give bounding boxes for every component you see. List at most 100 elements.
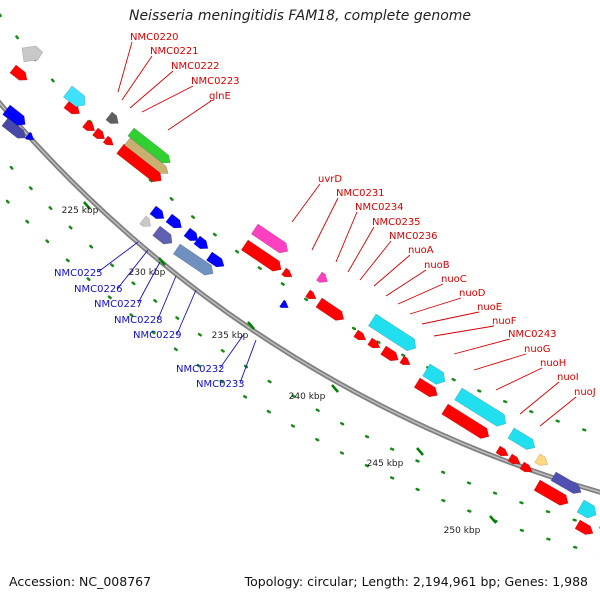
scale-tick-label: 235 kbp — [212, 331, 249, 341]
reverse-feature — [152, 225, 173, 245]
feature-label-forward: uvrD — [318, 174, 342, 185]
feature-label-forward: nuoG — [524, 344, 551, 355]
feature-label-forward: nuoE — [477, 302, 502, 313]
reverse-feature — [165, 213, 182, 229]
colored-feature — [368, 313, 417, 352]
label-leader — [397, 283, 444, 305]
forward-feature — [102, 135, 114, 146]
reverse-feature — [149, 205, 165, 220]
feature-label-forward: nuoC — [441, 274, 467, 285]
feature-label-forward: nuoB — [424, 260, 450, 271]
label-leader — [453, 338, 511, 355]
forward-feature — [507, 453, 521, 465]
accession-text: Accession: NC_008767 — [9, 574, 152, 589]
colored-feature — [422, 363, 446, 385]
label-leader — [473, 353, 527, 371]
reverse-feature — [1, 117, 26, 139]
colored-feature — [250, 223, 289, 254]
forward-feature — [305, 289, 317, 300]
colored-feature — [576, 499, 597, 519]
forward-feature — [92, 127, 106, 140]
label-leader — [121, 55, 153, 101]
colored-feature — [127, 127, 171, 164]
feature-label-reverse: NMC0228 — [114, 315, 163, 326]
label-leader — [291, 183, 321, 223]
genome-backbone-highlight — [0, 101, 600, 493]
forward-feature — [240, 239, 282, 272]
colored-feature — [21, 45, 44, 63]
label-leader — [433, 325, 495, 337]
scale-tick-label: 245 kbp — [367, 459, 404, 469]
forward-feature — [533, 479, 569, 506]
feature-label-forward: NMC0220 — [130, 32, 179, 43]
forward-feature — [413, 377, 438, 398]
feature-label-forward: NMC0236 — [389, 231, 438, 242]
label-leader — [421, 311, 480, 325]
forward-feature — [9, 64, 28, 81]
feature-label-forward: NMC0231 — [336, 188, 385, 199]
forward-feature — [441, 403, 490, 439]
reverse-feature — [172, 243, 214, 276]
forward-feature — [380, 345, 399, 362]
reverse-feature — [24, 131, 35, 141]
feature-label-reverse: NMC0229 — [133, 330, 182, 341]
feature-label-forward: glnE — [209, 91, 231, 102]
dotted-track-inner — [0, 12, 600, 436]
feature-label-forward: nuoA — [408, 245, 434, 256]
label-leader — [239, 339, 257, 384]
colored-feature — [534, 453, 549, 466]
label-leader — [519, 381, 560, 415]
reverse-feature — [193, 235, 209, 250]
label-leader — [219, 333, 245, 369]
scale-tick — [247, 321, 255, 330]
label-leader — [385, 269, 427, 297]
topology-text: Topology: circular; Length: 2,194,961 bp… — [244, 574, 588, 589]
colored-feature — [454, 387, 507, 427]
scale-tick-label: 250 kbp — [444, 526, 481, 536]
forward-feature — [519, 461, 533, 473]
reverse-feature — [139, 215, 152, 227]
forward-feature — [82, 119, 96, 132]
forward-feature — [574, 519, 594, 535]
forward-feature — [281, 267, 293, 278]
forward-feature — [495, 445, 509, 457]
reverse-feature — [183, 227, 199, 242]
feature-label-forward: NMC0221 — [150, 46, 199, 57]
reverse-feature — [206, 251, 225, 268]
scale-tick — [416, 447, 424, 456]
feature-label-forward: nuoI — [557, 372, 579, 383]
label-leader — [129, 70, 174, 109]
label-leader — [311, 197, 339, 251]
label-leader — [495, 367, 543, 391]
map-title: Neisseria meningitidis FAM18, complete g… — [128, 8, 472, 24]
colored-feature — [124, 137, 169, 174]
label-leader — [409, 297, 462, 315]
scale-tick-label: 240 kbp — [289, 392, 326, 402]
forward-feature — [353, 329, 367, 341]
colored-feature — [105, 111, 119, 124]
reverse-feature — [2, 104, 26, 126]
label-leader — [117, 249, 149, 289]
label-leader — [97, 241, 139, 273]
scale-tick-label: 225 kbp — [62, 206, 99, 216]
feature-label-reverse: NMC0225 — [54, 268, 103, 279]
colored-feature — [550, 471, 582, 494]
feature-label-forward: nuoF — [492, 316, 517, 327]
feature-label-reverse: NMC0227 — [94, 299, 143, 310]
feature-label-forward: NMC0222 — [171, 61, 220, 72]
label-leader — [335, 211, 358, 263]
label-leader — [157, 275, 177, 320]
feature-label-forward: NMC0234 — [355, 202, 404, 213]
scale-tick — [489, 515, 497, 524]
feature-label-forward: NMC0235 — [372, 217, 421, 228]
scale-tick-label: 230 kbp — [129, 268, 166, 278]
feature-label-reverse: NMC0232 — [176, 364, 225, 375]
label-leader — [539, 396, 577, 427]
colored-feature — [507, 427, 536, 450]
feature-label-reverse: NMC0226 — [74, 284, 123, 295]
label-leader — [373, 254, 411, 287]
feature-label-forward: nuoJ — [574, 387, 596, 398]
feature-label-forward: NMC0223 — [191, 76, 240, 87]
